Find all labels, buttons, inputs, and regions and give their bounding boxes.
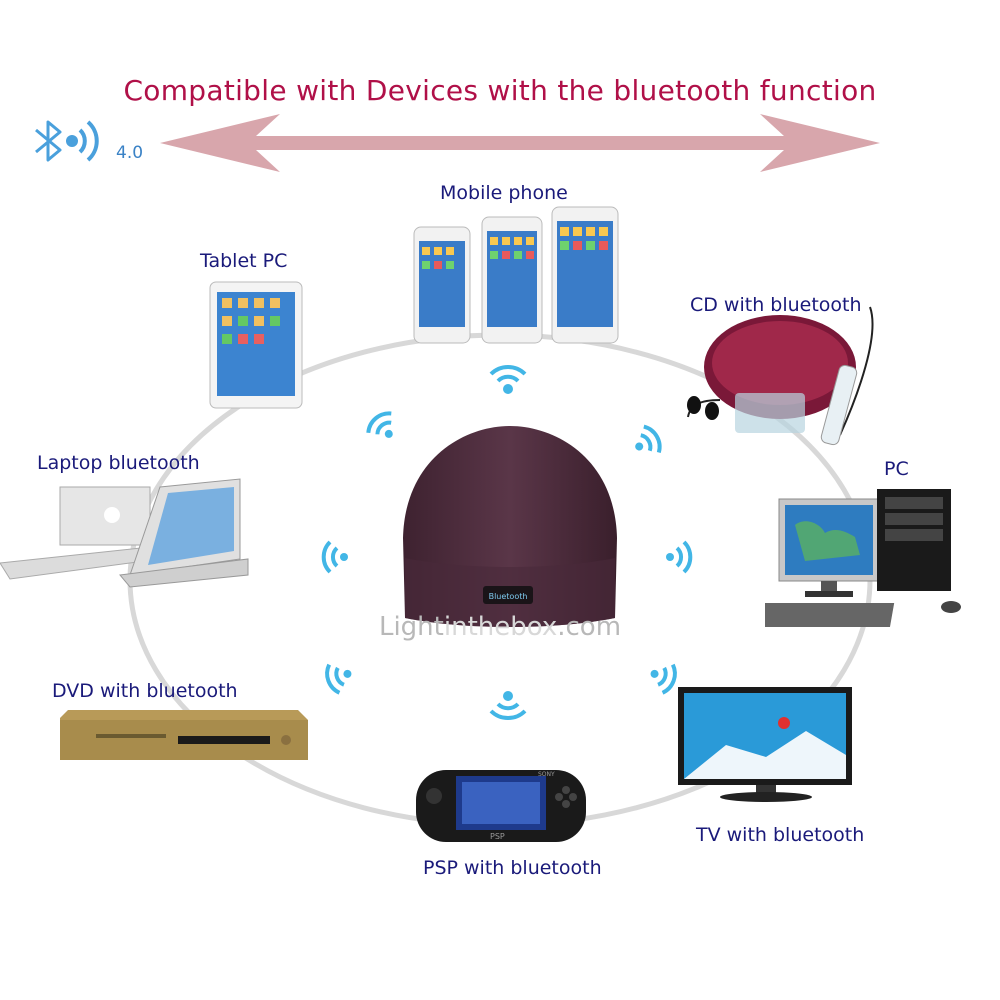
wifi-signal-icon [366, 411, 393, 438]
watermark-part: Light [378, 612, 444, 642]
laptop-image [0, 478, 249, 588]
watermark-part: in [443, 612, 468, 642]
mobile-phone-image [413, 206, 619, 344]
wifi-signal-icon [321, 540, 348, 574]
pc-label: PC [884, 458, 909, 480]
wifi-signal-icon [489, 364, 527, 394]
laptop-label: Laptop bluetooth [37, 452, 200, 474]
bluetooth-version: 4.0 [116, 143, 144, 163]
cd-label: CD with bluetooth [690, 294, 862, 316]
double-arrow [160, 114, 880, 172]
tv-image [678, 687, 852, 802]
tablet-pc-image [209, 281, 303, 409]
watermark-part: .com [557, 612, 622, 642]
wifi-signal-icon [650, 663, 677, 695]
bluetooth-icon [35, 120, 99, 162]
tv-label: TV with bluetooth [696, 824, 865, 846]
wifi-signal-icon [325, 663, 352, 695]
wifi-signal-icon [666, 540, 693, 574]
pc-image [765, 489, 961, 627]
wifi-signal-icon [635, 424, 662, 454]
psp-brand: SONY [538, 771, 555, 778]
dvd-label: DVD with bluetooth [52, 680, 238, 702]
page-title: Compatible with Devices with the bluetoo… [123, 74, 877, 107]
psp-image: SONY PSP [416, 770, 586, 842]
watermark-part: thebox [467, 612, 558, 642]
beanie-badge-text: Bluetooth [489, 592, 528, 601]
cd-player-image [687, 306, 874, 446]
wifi-signal-icon [489, 691, 527, 721]
tablet-pc-label: Tablet PC [200, 250, 288, 272]
psp-label: PSP with bluetooth [423, 857, 602, 879]
watermark: Lightinthebox.com [0, 612, 1000, 642]
mobile-phone-label: Mobile phone [440, 182, 568, 204]
bluetooth-beanie: Bluetooth [403, 426, 617, 627]
dvd-player-image [60, 710, 308, 760]
psp-logo: PSP [490, 832, 505, 841]
